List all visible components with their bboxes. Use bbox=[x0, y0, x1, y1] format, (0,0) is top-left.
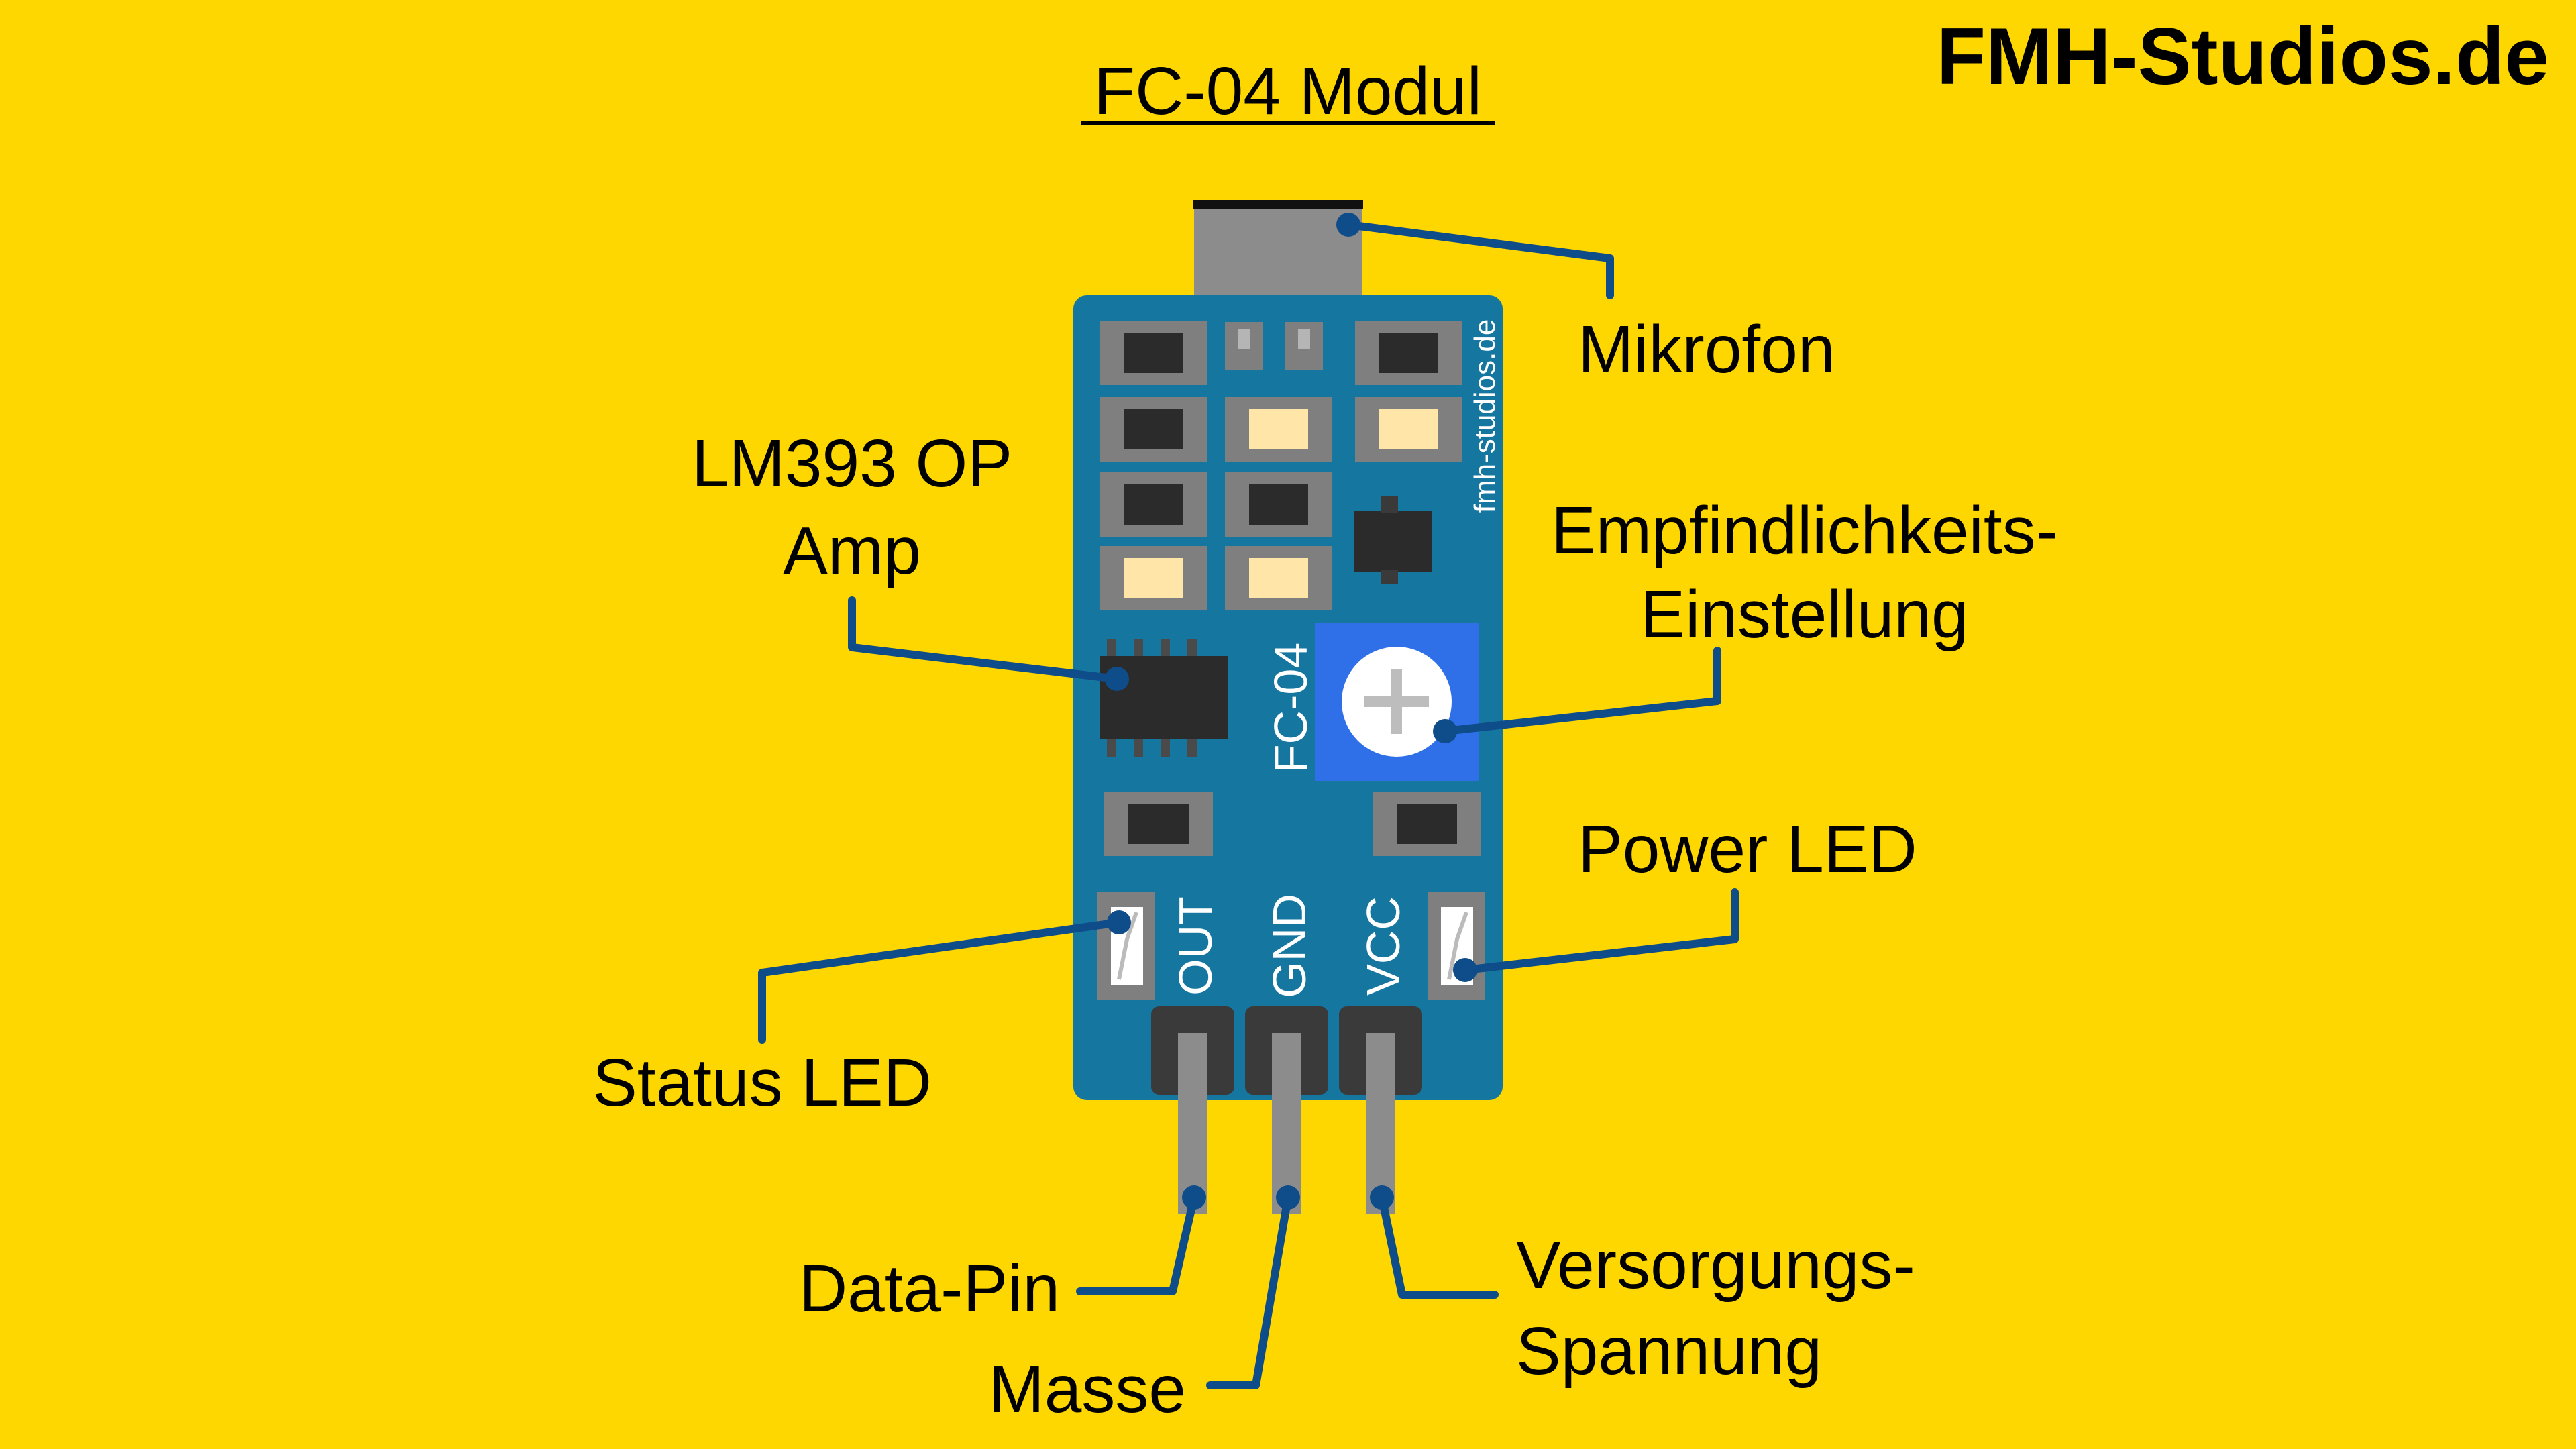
pin-label-gnd: GND bbox=[1263, 894, 1316, 998]
leader-data-pin bbox=[1076, 1193, 1198, 1295]
pin-label-vcc: VCC bbox=[1357, 896, 1409, 996]
pcb-site-text: fmh-studios.de bbox=[1468, 319, 1501, 513]
microphone-body bbox=[1194, 205, 1362, 305]
label-versorgung-line2: Spannung bbox=[1516, 1313, 1822, 1389]
status-led bbox=[1097, 892, 1155, 1000]
pin-label-out: OUT bbox=[1169, 896, 1222, 996]
leader-sensitivity bbox=[1441, 647, 1721, 735]
pcb-model-text: FC-04 bbox=[1265, 643, 1317, 773]
leader-masse bbox=[1206, 1193, 1292, 1389]
potentiometer bbox=[1315, 623, 1479, 781]
diagram-title: FC-04 Modul bbox=[1094, 54, 1482, 129]
brand-title: FMH-Studios.de bbox=[1937, 11, 2549, 101]
label-data-pin: Data-Pin bbox=[799, 1251, 1060, 1326]
label-sensitivity-line1: Empfindlichkeits- bbox=[1551, 493, 2058, 568]
leader-status-led bbox=[758, 918, 1123, 1044]
smd-components bbox=[1100, 321, 1481, 856]
label-mikrofon: Mikrofon bbox=[1578, 312, 1835, 387]
label-sensitivity-line2: Einstellung bbox=[1640, 577, 1968, 652]
microphone-top-cap bbox=[1193, 200, 1363, 209]
lm393-chip bbox=[1100, 639, 1228, 757]
microphone bbox=[1193, 200, 1363, 332]
label-lm393-line2: Amp bbox=[783, 513, 921, 588]
label-masse: Masse bbox=[988, 1352, 1186, 1427]
leader-mikrofon bbox=[1344, 221, 1614, 299]
header-pins bbox=[1151, 1006, 1422, 1214]
leader-lm393 bbox=[848, 596, 1121, 683]
label-lm393-line1: LM393 OP bbox=[692, 426, 1012, 501]
leader-versorgung bbox=[1378, 1193, 1499, 1299]
leader-power-led bbox=[1461, 888, 1739, 974]
label-status-led: Status LED bbox=[592, 1045, 932, 1120]
power-led bbox=[1428, 892, 1485, 1000]
label-versorgung-line1: Versorgungs- bbox=[1516, 1228, 1915, 1303]
label-power-led: Power LED bbox=[1578, 812, 1917, 887]
